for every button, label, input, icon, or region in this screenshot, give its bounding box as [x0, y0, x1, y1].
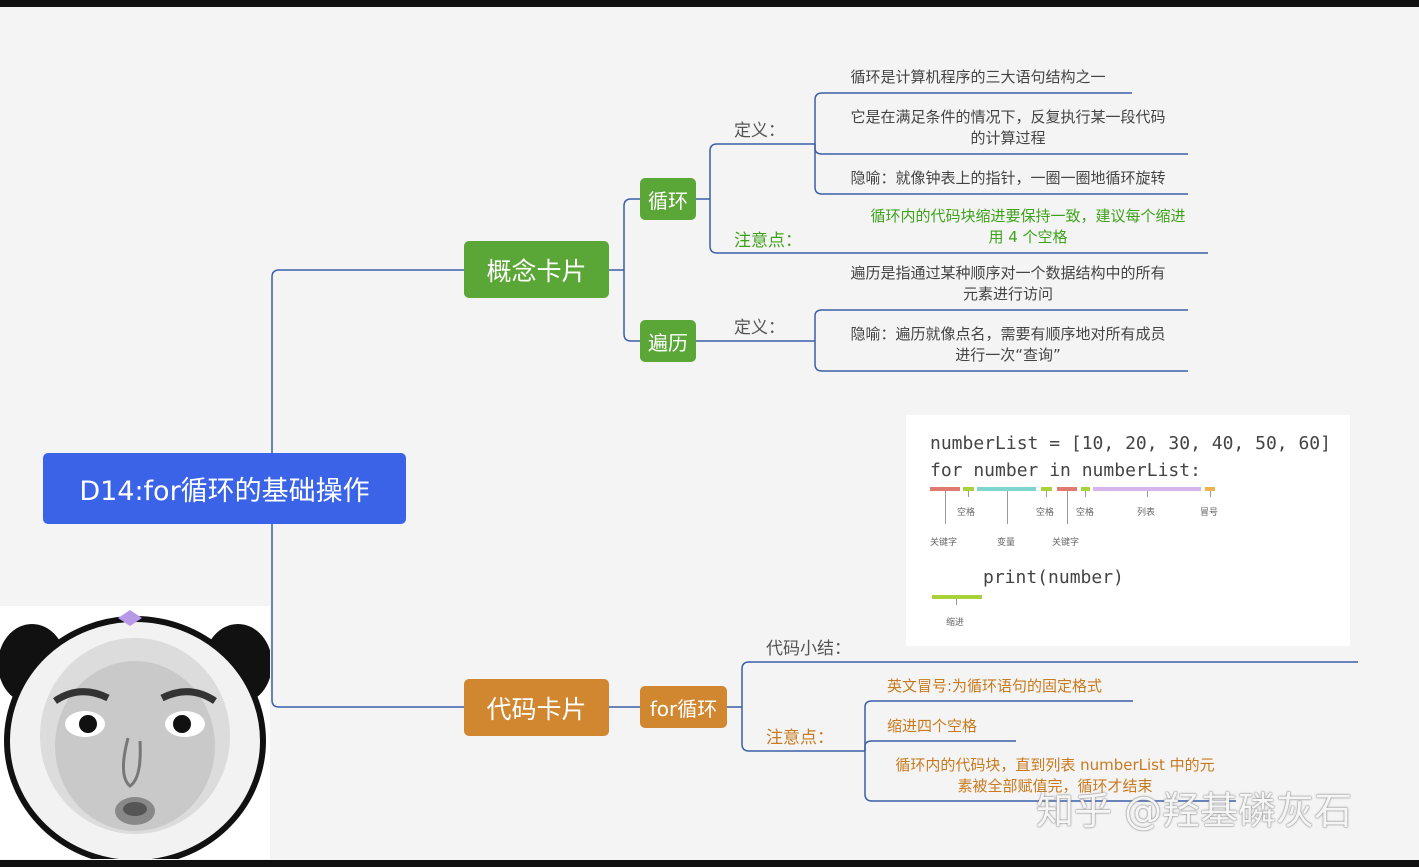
keyword-tick-2	[1067, 491, 1068, 524]
bottom-border	[0, 860, 1419, 867]
space-tick-3	[1085, 491, 1086, 497]
space-annotation-1: 空格	[957, 508, 976, 518]
list-bar	[1093, 487, 1201, 491]
indent-tick	[956, 599, 957, 605]
traverse-definition-1: 遍历是指通过某种顺序对一个数据结构中的所有 元素进行访问	[850, 264, 1166, 303]
variable-tick	[1007, 491, 1008, 524]
indent-bar	[932, 595, 982, 599]
top-border	[0, 0, 1419, 7]
loop-definition-3: 隐喻：就像钟表上的指针，一圈一圈地循环旋转	[850, 169, 1166, 187]
list-tick	[1147, 491, 1148, 497]
for-note-label: 注意点：	[766, 728, 834, 748]
list-annotation: 列表	[1137, 508, 1156, 518]
space-bar-2	[1041, 487, 1052, 491]
code-snippet-box: numberList = [10, 20, 30, 40, 50, 60] fo…	[906, 415, 1350, 646]
code-card-node[interactable]: 代码卡片	[464, 679, 609, 736]
variable-bar	[977, 487, 1036, 491]
space-bar-3	[1081, 487, 1090, 491]
zhihu-watermark: 知乎 @羟基磷灰石	[1036, 789, 1353, 833]
for-loop-node[interactable]: for循环	[640, 686, 727, 728]
traverse-definition-label: 定义：	[734, 318, 785, 338]
panda-face-icon	[0, 610, 270, 859]
keyword-annotation-1: 关键字	[930, 538, 958, 548]
variable-annotation: 变量	[997, 538, 1016, 548]
traverse-definition-2: 隐喻：遍历就像点名，需要有顺序地对所有成员 进行一次“查询”	[850, 325, 1166, 364]
root-node[interactable]: D14:for循环的基础操作	[43, 453, 406, 524]
loop-definition-label: 定义：	[734, 121, 785, 141]
keyword-bar-1	[930, 487, 960, 491]
colon-annotation: 冒号	[1200, 508, 1219, 518]
concept-card-node[interactable]: 概念卡片	[464, 241, 609, 298]
for-note-3: 循环内的代码块，直到列表 numberList 中的元 素被全部赋值完，循环才结…	[895, 756, 1215, 795]
colon-bar	[1205, 487, 1215, 491]
loop-note: 循环内的代码块缩进要保持一致，建议每个缩进 用 4 个空格	[870, 207, 1186, 246]
code-summary-label: 代码小结：	[766, 639, 851, 659]
code-line-1: numberList = [10, 20, 30, 40, 50, 60]	[930, 433, 1331, 454]
for-note-1: 英文冒号:为循环语句的固定格式	[887, 677, 1103, 695]
loop-definition-2: 它是在满足条件的情况下，反复执行某一段代码 的计算过程	[850, 108, 1166, 147]
space-bar-1	[963, 487, 974, 491]
for-note-2: 缩进四个空格	[887, 717, 978, 735]
colon-tick	[1210, 491, 1211, 497]
traverse-node[interactable]: 遍历	[640, 320, 696, 362]
keyword-tick-1	[945, 491, 946, 524]
space-tick-1	[968, 491, 969, 497]
indent-annotation: 缩进	[946, 618, 965, 628]
loop-note-label: 注意点：	[734, 231, 802, 251]
loop-node[interactable]: 循环	[640, 178, 696, 220]
panda-meme-sticker	[0, 606, 270, 859]
space-tick-2	[1046, 491, 1047, 497]
space-annotation-2: 空格	[1036, 508, 1055, 518]
loop-definition-1: 循环是计算机程序的三大语句结构之一	[850, 68, 1106, 86]
keyword-bar-2	[1057, 487, 1077, 491]
keyword-annotation-2: 关键字	[1052, 538, 1080, 548]
code-line-2: for number in numberList:	[930, 460, 1201, 481]
space-annotation-3: 空格	[1076, 508, 1095, 518]
code-line-3: print(number)	[983, 567, 1124, 588]
